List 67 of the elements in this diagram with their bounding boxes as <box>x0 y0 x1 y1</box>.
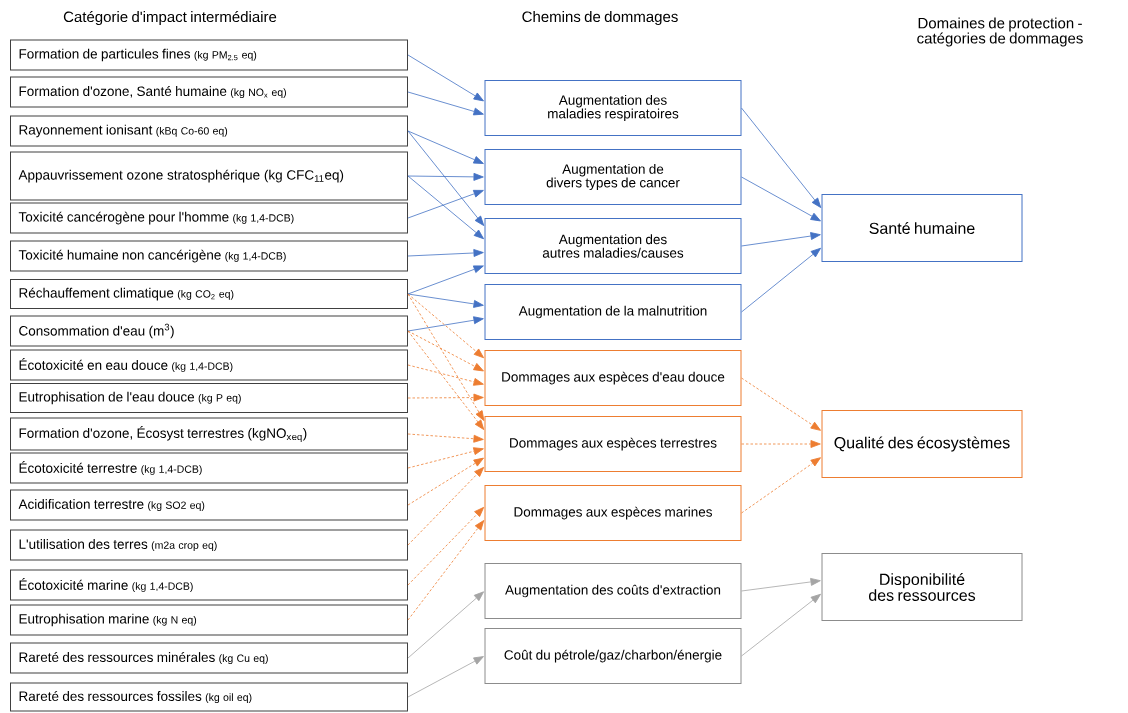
impact-category-box: Appauvrissement ozone stratosphérique (kg CFC$_{11}$eq) <box>10 151 408 201</box>
arrow <box>741 578 821 592</box>
impact-category-box: Acidification terrestre (kg SO2 eq) <box>10 489 408 521</box>
damage-pathway-box: Augmentation des autres maladies/causes <box>484 218 742 274</box>
impact-category-box: Consommation d'eau (m$^{3}$) <box>10 315 408 347</box>
protection-area-box: Qualité des écosystèmes <box>821 410 1023 478</box>
arrow <box>407 293 484 359</box>
impact-category-box: Écotoxicité marine (kg 1,4-DCB) <box>10 569 408 601</box>
arrow <box>407 316 484 332</box>
damage-pathway-box: Dommages aux espèces terrestres <box>484 416 742 472</box>
arrow <box>407 130 484 164</box>
arrow <box>407 172 484 181</box>
arrow <box>407 91 484 116</box>
column-heading: Domaines de protection - catégories de dommages <box>917 17 1083 47</box>
arrow <box>407 433 484 443</box>
impact-category-box: Formation d'ozone, Écosyst terrestres (kgNO$_{xeq}$) <box>10 417 408 451</box>
arrow <box>741 593 821 657</box>
damage-pathway-box: Augmentation des coûts d'extraction <box>484 563 742 619</box>
column-heading: Chemins de dommages <box>522 11 678 25</box>
impact-category-box: Formation de particules fines (kg PM$_{2.5}$ eq) <box>10 39 408 71</box>
arrow <box>407 330 484 372</box>
arrow <box>741 440 821 448</box>
damage-pathway-box: Coût du pétrole/gaz/charbon/énergie <box>484 628 742 684</box>
column-heading: Catégorie d'impact intermédiaire <box>63 10 277 26</box>
impact-category-box: Rareté des ressources fossiles (kg oil eq) <box>10 682 408 712</box>
impact-category-box: Toxicité humaine non cancérigène (kg 1,4-DCB) <box>10 240 408 272</box>
arrow <box>407 466 485 546</box>
arrow <box>741 176 821 222</box>
arrow <box>407 506 485 586</box>
impact-category-box: Rareté des ressources minérales (kg Cu eq) <box>10 642 408 674</box>
protection-area-box: Disponibilité des ressources <box>821 553 1023 621</box>
impact-category-box: Eutrophisation de l'eau douce (kg P eq) <box>10 383 408 413</box>
arrow <box>407 520 485 621</box>
arrow <box>407 54 484 102</box>
impact-category-box: Formation d'ozone, Santé humaine (kg NO$_{x}$ eq) <box>10 76 408 108</box>
arrow <box>407 457 484 506</box>
arrow <box>407 189 484 219</box>
arrow <box>407 591 485 659</box>
damage-pathway-box: Augmentation de divers types de cancer <box>484 149 742 205</box>
arrow <box>407 656 484 698</box>
impact-category-box: Toxicité cancérogène pour l'homme (kg 1,4-DCB) <box>10 202 408 234</box>
arrow <box>407 249 484 257</box>
arrow <box>407 447 484 469</box>
arrow <box>407 265 484 295</box>
arrow <box>407 330 485 430</box>
damage-pathway-box: Dommages aux espèces d'eau douce <box>484 350 742 406</box>
damage-pathway-box: Dommages aux espèces marines <box>484 485 742 541</box>
damage-pathway-box: Augmentation des maladies respiratoires <box>484 80 742 136</box>
arrow <box>407 293 484 308</box>
arrow <box>407 293 485 421</box>
arrow <box>407 130 485 226</box>
impact-category-box: Eutrophisation marine (kg N eq) <box>10 604 408 636</box>
impact-category-box: Écotoxicité terrestre (kg 1,4-DCB) <box>10 452 408 484</box>
arrow <box>407 393 484 402</box>
impact-category-box: Écotoxicité en eau douce (kg 1,4-DCB) <box>10 349 408 381</box>
arrow <box>741 457 821 514</box>
protection-area-box: Santé humaine <box>821 194 1023 262</box>
impact-category-box: L'utilisation des terres (m2a crop eq) <box>10 529 408 561</box>
arrow <box>407 364 484 386</box>
arrow <box>741 247 821 313</box>
impact-category-box: Rayonnement ionisant (kBq Co-60 eq) <box>10 115 408 147</box>
damage-pathway-box: Augmentation de la malnutrition <box>484 284 742 340</box>
arrow <box>741 232 821 247</box>
arrow <box>741 377 821 431</box>
arrow <box>741 107 822 208</box>
impact-category-box: Réchauffement climatique (kg CO$_{2}$ eq) <box>10 279 408 309</box>
arrow <box>407 175 484 240</box>
